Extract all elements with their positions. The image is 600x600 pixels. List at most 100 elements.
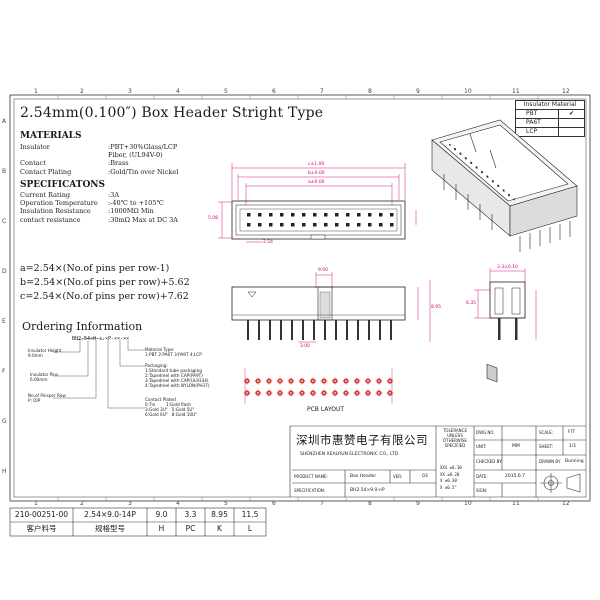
isometric-view (431, 119, 578, 383)
spec-label: contact resistance (20, 215, 81, 224)
pin-square (346, 223, 350, 227)
unit-value: MM (512, 444, 520, 449)
side-view-body (489, 281, 526, 340)
insulator-row: PBT ✔ (515, 110, 585, 119)
pcb-layout-holes (243, 377, 394, 397)
isometric-pins (449, 144, 515, 201)
dim-side-top: 3.3±0.10 (497, 265, 518, 270)
zone-label: A (2, 118, 7, 125)
tol-x: X ±0.30 (440, 478, 457, 483)
zone-label: G (2, 418, 7, 425)
dim-height: 8.95 (431, 305, 442, 310)
drawn-by-label: DRAWN BY (539, 459, 561, 464)
note-packaging: Packaging: 1:Standard tube packaging 2:T… (145, 363, 210, 388)
zone-label: E (2, 318, 6, 325)
dim-b: b±0.00 (308, 171, 325, 176)
pin-square (379, 223, 383, 227)
pin-leg (280, 320, 282, 340)
pin-square (368, 213, 372, 217)
title-block-grid (289, 425, 586, 497)
product-name-value: Box Header (350, 474, 377, 479)
iso-pin (486, 175, 488, 178)
pin-square (313, 223, 317, 227)
bottom-row-label: 客户料号 (26, 524, 57, 533)
pin-square (258, 213, 262, 217)
pin-square (258, 223, 262, 227)
pin-square (269, 213, 273, 217)
pin-square (302, 213, 306, 217)
material-value: Fiber, (UL94V-0) (108, 151, 163, 160)
zone-label: 8 (368, 88, 372, 95)
zone-label: 12 (562, 88, 570, 95)
bottom-row-label: 规格型号 (95, 524, 125, 533)
pin-square (335, 223, 339, 227)
material-label: Contact (20, 159, 46, 168)
projection-symbol-icon (540, 473, 581, 493)
check-mark-icon: ✔ (558, 110, 584, 118)
formula-b: b=2.54×(No.of pins per row)+5.62 (20, 277, 190, 288)
scale-label: SCALE: (539, 430, 554, 435)
spec-row: contact resistance:30mΩ Max at DC 3A (20, 216, 178, 224)
material-label: Contact Plating (20, 167, 72, 176)
pin-square (324, 223, 328, 227)
formula-c: c=2.54×(No.of pins per row)+7.62 (20, 291, 189, 302)
spec-row: Operation Temperature:-40℃ to +105℃ (20, 199, 178, 207)
zone-label: 1 (34, 88, 38, 95)
iso-pin (508, 194, 510, 196)
date-value: 2015.6.7 (505, 474, 526, 479)
specs-heading: SPECIFICATONS (20, 180, 106, 190)
insulator-name: LCP (526, 128, 538, 135)
zone-label: 12 (562, 500, 570, 507)
iso-pin (454, 148, 456, 150)
front-view-dimensions (298, 272, 431, 343)
top-view-pins (247, 213, 394, 227)
checked-by-label: CHECKED BY: (476, 459, 503, 464)
front-view-body (231, 286, 406, 321)
zone-label: 10 (464, 88, 472, 95)
material-row: Contact :Brass (20, 159, 178, 167)
zone-label: 8 (368, 500, 372, 507)
top-view-dimensions (218, 163, 417, 243)
zone-label: 6 (272, 88, 276, 95)
insulator-name: PA6T (526, 119, 541, 126)
iso-pin (475, 166, 478, 168)
insulator-table-header: Insulator Material (515, 100, 585, 110)
zone-label: 5 (224, 88, 228, 95)
pin-square (269, 223, 273, 227)
check-mark-icon (558, 128, 584, 136)
pin-square (247, 223, 251, 227)
dim-pin-len: 3.00 (300, 344, 311, 349)
bottom-row-value: 8.95 (211, 510, 228, 519)
ordering-leader-lines (53, 338, 145, 409)
insulator-name: PBT (526, 110, 538, 117)
dim-side-h: 6.35 (466, 301, 477, 306)
pin-leg (313, 320, 315, 340)
pin-leg (269, 320, 271, 340)
pcb-layout-dimensions (244, 368, 393, 404)
material-value: :Brass (108, 159, 129, 168)
spec-row: Current Rating:3A (20, 191, 178, 199)
material-label: Insulator (20, 143, 50, 151)
material-value: :PBT+30%Glass/LCP (108, 143, 178, 151)
spec-label: Operation Temperature (20, 199, 98, 208)
zone-label: B (2, 168, 7, 175)
pin-leg (291, 320, 293, 340)
iso-pin (497, 184, 499, 187)
product-name-label: PRODUCT NAME: (294, 474, 328, 479)
pin-square (379, 213, 383, 217)
pin-leg (335, 320, 337, 340)
note-contact-plating: Contact Plated 0:Tin 1:Gold flash 3:Gold… (145, 397, 198, 417)
insulator-material-table: Insulator Material PBT ✔ PA6T LCP (515, 100, 585, 137)
iso-pin (491, 180, 494, 182)
pcb-layout-label: PCB LAYOUT (307, 406, 345, 413)
company-name-cn: 深圳市惠赞电子有限公司 (296, 433, 428, 447)
sheet-value: 1/1 (569, 444, 577, 449)
bottom-row-grid (9, 507, 267, 537)
spec-value: :1000MΩ Min (108, 207, 154, 216)
bottom-row-value: 3.3 (184, 510, 197, 519)
pin-square (335, 213, 339, 217)
pin-square (390, 223, 394, 227)
pin-leg (368, 320, 370, 340)
